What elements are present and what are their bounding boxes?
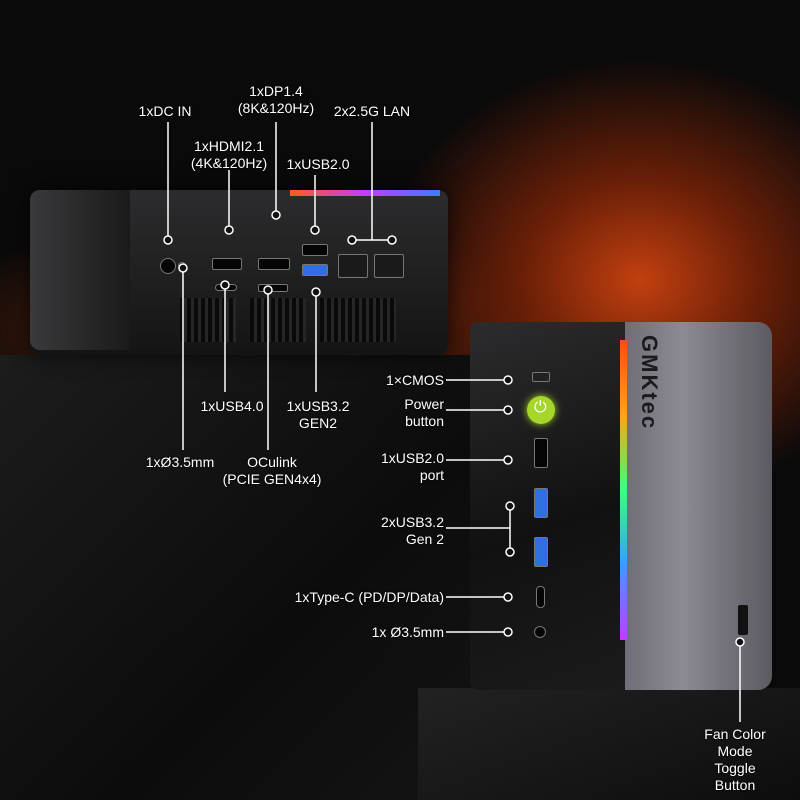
rgb-light-bar <box>620 340 627 640</box>
fan-toggle-button <box>738 605 748 635</box>
label-oculink-line1: OCulink <box>247 454 297 470</box>
label-power-line2: button <box>405 413 444 429</box>
label-dc-in: 1xDC IN <box>138 103 192 119</box>
label-front-usb20-line2: port <box>419 467 444 483</box>
front-usb3-port-2 <box>534 537 548 567</box>
label-usb32-line1: 1xUSB3.2 <box>286 398 350 414</box>
heatsink-fins <box>320 298 396 342</box>
usb3-port <box>302 264 328 276</box>
power-button: ⏻ <box>527 396 555 424</box>
label-power-line1: Power <box>404 396 444 412</box>
label-usb32-line2: GEN2 <box>298 415 338 431</box>
label-hdmi-line1: 1xHDMI2.1 <box>193 138 265 154</box>
heatsink-fins <box>180 298 236 342</box>
dc-in-port <box>160 258 176 274</box>
label-typec: 1xType-C (PD/DP/Data) <box>294 589 444 605</box>
label-dp-line2: (8K&120Hz) <box>237 100 315 116</box>
front-usb3-port-1 <box>534 488 548 518</box>
label-lan: 2x2.5G LAN <box>333 103 411 119</box>
label-fan-line2: Toggle Button <box>714 760 756 793</box>
label-hdmi: 1xHDMI2.1(4K&120Hz) <box>191 138 267 172</box>
label-oculink-line2: (PCIE GEN4x4) <box>222 471 322 487</box>
label-audio: 1xØ3.5mm <box>145 454 215 470</box>
label-oculink: OCulink(PCIE GEN4x4) <box>223 454 322 488</box>
front-typec-port <box>536 586 545 608</box>
label-fan-line1: Fan Color Mode <box>704 726 766 759</box>
heatsink-fins <box>250 298 306 342</box>
power-icon: ⏻ <box>534 399 547 416</box>
cmos-button <box>532 372 550 382</box>
lan-port-1 <box>338 254 368 278</box>
label-cmos: 1×CMOS <box>386 372 444 388</box>
pedestal-left <box>0 355 480 800</box>
oculink-port <box>258 284 288 292</box>
label-front-usb20-line1: 1xUSB2.0 <box>380 450 444 466</box>
dp-port <box>258 258 290 270</box>
front-usb2-port <box>534 438 548 468</box>
label-hdmi-line2: (4K&120Hz) <box>190 155 268 171</box>
brand-logo: GMKtec <box>637 335 662 431</box>
rgb-strip <box>290 190 440 196</box>
hdmi-port <box>212 258 242 270</box>
front-audio-port <box>534 626 546 638</box>
pedestal-right <box>418 688 800 800</box>
label-dp-line1: 1xDP1.4 <box>249 83 303 99</box>
mini-pc-side <box>30 190 130 350</box>
label-dp: 1xDP1.4(8K&120Hz) <box>238 83 314 117</box>
label-usb40: 1xUSB4.0 <box>200 398 264 414</box>
label-front-usb32-line1: 2xUSB3.2 <box>380 514 444 530</box>
usb2-port <box>302 244 328 256</box>
label-front-usb32-line2: Gen 2 <box>405 531 444 547</box>
lan-port-2 <box>374 254 404 278</box>
label-front-audio: 1x Ø3.5mm <box>371 624 444 640</box>
label-usb20: 1xUSB2.0 <box>286 156 350 172</box>
